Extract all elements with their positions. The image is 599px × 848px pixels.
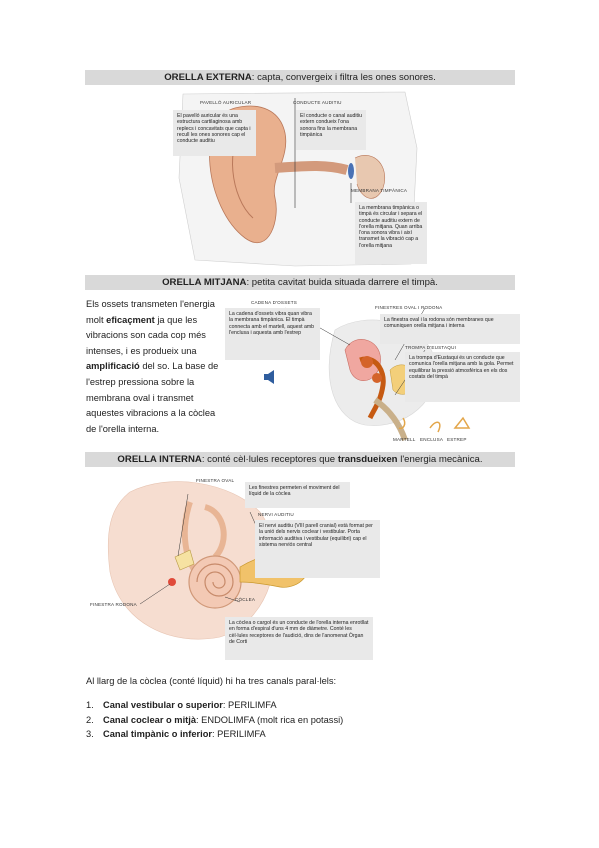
bone-label-enclusa: ENCLUSA — [420, 437, 444, 442]
note-conducte: El conducte o canal auditiu extern condu… — [296, 110, 366, 150]
note-cadena: La cadena d'ossets vibra quan vibra la m… — [225, 308, 320, 360]
list-item-value: : PERILIMFA — [222, 700, 277, 710]
note-coclea: La còclea o cargol és un conducte de l'o… — [225, 617, 373, 660]
middle-text-3: del so. La base de l'estrep pressiona so… — [86, 361, 219, 434]
list-item-value: : PERILIMFA — [212, 729, 266, 739]
bone-label-estrep: ESTREP — [447, 437, 467, 442]
note-membrana: La membrana timpànica o timpà és circula… — [355, 202, 427, 264]
note-pavello: El pavelló auricular és una estructura c… — [173, 110, 256, 156]
label-trompa: TROMPA D'EUSTAQUI — [405, 345, 457, 350]
section-title-inner: ORELLA INTERNA — [117, 454, 202, 465]
speaker-icon[interactable] — [264, 370, 276, 389]
label-conducte: CONDUCTE AUDITIU — [293, 100, 342, 105]
section-desc-middle: : petita cavitat buida situada darrere e… — [246, 277, 438, 288]
section-title-outer: ORELLA EXTERNA — [164, 72, 252, 83]
middle-bold-1: eficaçment — [106, 314, 155, 325]
section-title-middle: ORELLA MITJANA — [162, 277, 247, 288]
canals-intro: Al llarg de la còclea (conté líquid) hi … — [86, 676, 337, 686]
list-item-value: : ENDOLIMFA (molt rica en potassi) — [196, 714, 344, 725]
label-finestra-rodona: FINESTRA RODONA — [90, 602, 137, 607]
list-item-name: Canal coclear o mitjà — [103, 714, 197, 725]
section-desc-inner-1: : conté cèl·lules receptores que — [201, 454, 338, 465]
section-bar-outer: ORELLA EXTERNA: capta, convergeix i filt… — [85, 70, 515, 85]
section-desc-inner-bold: transdueixen — [337, 454, 398, 465]
label-finestra-oval: FINESTRA OVAL — [196, 478, 235, 483]
section-bar-middle: ORELLA MITJANA: petita cavitat buida sit… — [85, 275, 515, 290]
outer-ear-illustration: PAVELLÓ AURICULAR CONDUCTE AUDITIU MEMBR… — [173, 88, 427, 268]
label-nervi: NERVI AUDITIU — [258, 512, 294, 517]
list-item-number: 1. — [86, 700, 94, 710]
label-finestres: FINESTRES OVAL I RODONA — [375, 305, 443, 310]
note-nervi: El nervi auditiu (VIII parell cranial) e… — [255, 520, 380, 578]
note-trompa: La trompa d'Eustaqui és un conducte que … — [405, 352, 520, 402]
note-finestres: La finestra oval i la rodona són membran… — [380, 314, 520, 344]
section-bar-inner: ORELLA INTERNA: conté cèl·lules receptor… — [85, 452, 515, 467]
list-item-number: 2. — [86, 714, 94, 725]
middle-ear-illustration: CADENA D'OSSETS FINESTRES OVAL I RODONA … — [225, 300, 520, 445]
label-cadena: CADENA D'OSSETS — [251, 300, 297, 305]
middle-bold-2: amplificació — [86, 361, 140, 372]
list-item-number: 3. — [86, 729, 94, 739]
list-item-name: Canal vestibular o superior — [103, 700, 223, 710]
list-item: 1. Canal vestibular o superior: PERILIMF… — [86, 698, 343, 713]
canals-list: 1. Canal vestibular o superior: PERILIMF… — [86, 698, 343, 742]
bone-label-martell: MARTELL — [393, 437, 416, 442]
list-item: 2. Canal coclear o mitjà: ENDOLIMFA (mol… — [86, 713, 343, 728]
section-desc-inner-2: l'energia mecànica. — [397, 454, 483, 465]
inner-ear-illustration: FINESTRA OVAL NERVI AUDITIU FINESTRA ROD… — [90, 472, 380, 660]
list-item: 3. Canal timpànic o inferior: PERILIMFA — [86, 727, 343, 742]
section-desc-outer: : capta, convergeix i filtra les ones so… — [251, 72, 436, 83]
middle-ear-paragraph: Els ossets transmeten l'energia molt efi… — [86, 297, 226, 437]
middle-text-2: ja que les vibracions son cada cop més i… — [86, 314, 206, 356]
note-finestres-inner: Les finestres permeten el moviment del l… — [245, 482, 350, 508]
label-coclea: CÒCLEA — [235, 597, 256, 602]
middle-text-1: Els ossets transmeten l'energia molt — [86, 299, 215, 325]
list-item-name: Canal timpànic o inferior — [103, 729, 212, 739]
label-pavello: PAVELLÓ AURICULAR — [200, 100, 252, 105]
label-membrana: MEMBRANA TIMPÀNICA — [351, 188, 408, 193]
